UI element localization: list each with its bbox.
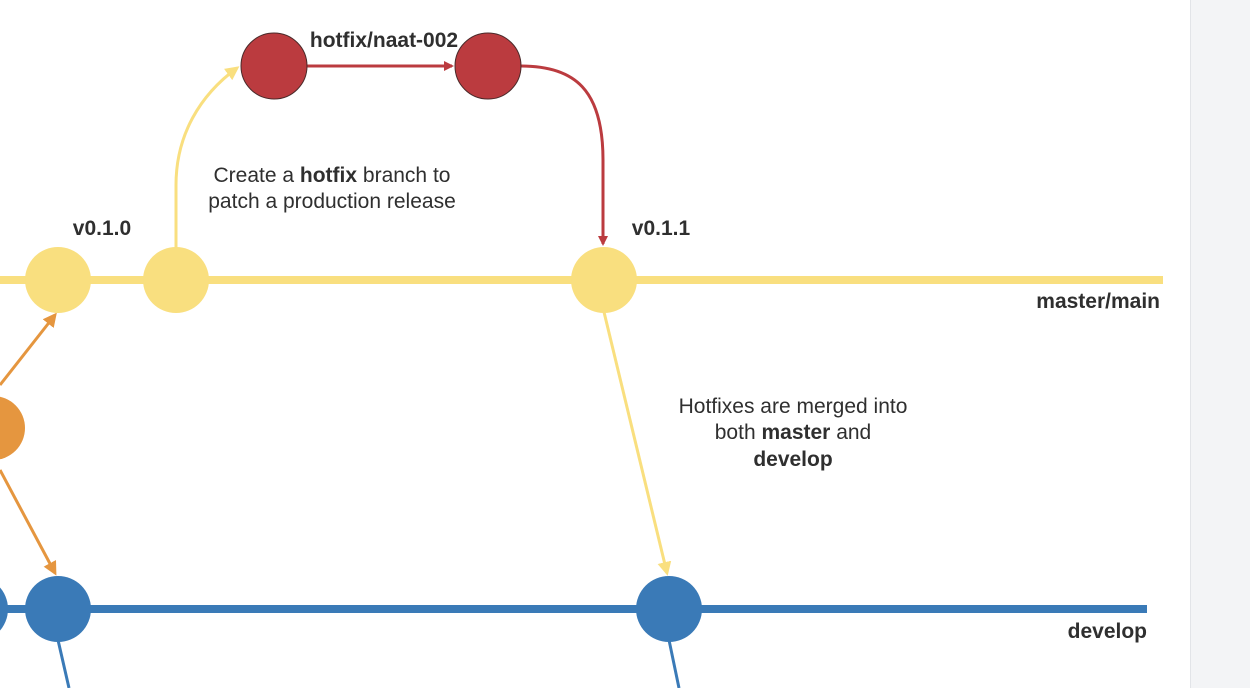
hotfix-commit-node-2 [454, 32, 522, 100]
create-hotfix-note-pre: Create a [214, 164, 300, 187]
hotfix-commit-node-1 [240, 32, 308, 100]
master-to-develop-merge-arrow [602, 311, 672, 576]
hotfix-merge-note-line2: both master and [715, 421, 871, 444]
right-side-panel [1190, 0, 1250, 688]
master-branch-label: master/main [1036, 290, 1160, 313]
tag-v011-label: v0.1.1 [632, 217, 691, 240]
release-to-develop-arrow [0, 469, 57, 576]
hotfix-merge-note-post: and [830, 421, 871, 444]
tag-v010-label: v0.1.0 [73, 217, 131, 240]
hotfix-merge-note-master: master [761, 421, 830, 444]
develop-continuation-line-right [667, 639, 681, 688]
master-commit-node [143, 247, 209, 313]
hotfix-branch-off-arrow [174, 66, 240, 248]
create-hotfix-note-bold: hotfix [300, 164, 357, 187]
develop-merge-commit-node [636, 576, 702, 642]
hotfix-merge-master-arrow [520, 64, 608, 246]
master-commit-v011-node [571, 247, 637, 313]
develop-commit-node [25, 576, 91, 642]
hotfix-merge-note-pre: both [715, 421, 762, 444]
create-hotfix-note-line2: patch a production release [208, 190, 456, 213]
develop-commit-node-edge [0, 587, 8, 631]
master-commit-v010-node [25, 247, 91, 313]
release-to-master-arrow [0, 312, 57, 386]
develop-continuation-line-left [56, 639, 71, 688]
hotfix-branch-label: hotfix/naat-002 [310, 29, 458, 52]
create-hotfix-note-post: branch to [357, 164, 450, 187]
release-commit-node [0, 396, 25, 460]
hotfix-merge-note-line3: develop [753, 448, 832, 471]
create-hotfix-note-line1: Create a hotfix branch to [214, 164, 451, 187]
develop-branch-label: develop [1068, 620, 1147, 643]
hotfix-merge-note-line1: Hotfixes are merged into [679, 395, 908, 418]
